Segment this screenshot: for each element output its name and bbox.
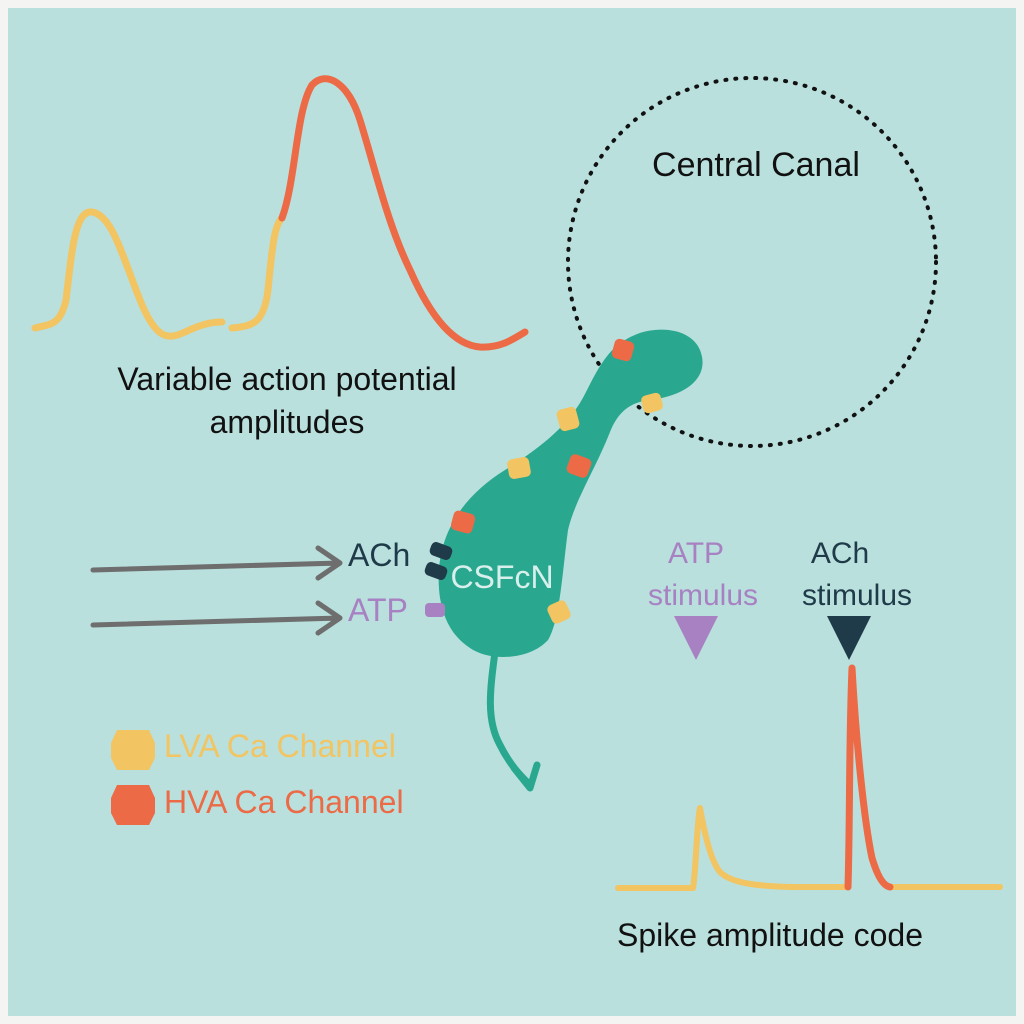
csfcn-label: CSFcN bbox=[450, 559, 553, 595]
lva-spike-trace bbox=[615, 805, 851, 891]
central-canal-circle bbox=[566, 76, 938, 448]
legend-lva-label: LVA Ca Channel bbox=[164, 728, 396, 764]
hva-channel bbox=[611, 338, 635, 362]
lva-channel bbox=[507, 457, 531, 479]
central-canal-label: Central Canal bbox=[652, 146, 860, 184]
atp-label: ATP bbox=[348, 592, 408, 628]
legend-hva-swatch bbox=[111, 785, 155, 825]
legend-hva-label: HVA Ca Channel bbox=[164, 784, 404, 820]
lva-channel bbox=[556, 406, 580, 432]
ach-label: ACh bbox=[348, 537, 410, 573]
hva-channel bbox=[566, 454, 592, 478]
lva-channel bbox=[547, 600, 571, 624]
ach-axon bbox=[90, 545, 343, 581]
hva-spike-trace bbox=[844, 664, 894, 891]
hva-action-potential-trace bbox=[278, 75, 529, 351]
atp-stimulus-triangle bbox=[674, 616, 718, 660]
ach-stimulus-triangle bbox=[827, 616, 871, 660]
legend-lva-swatch bbox=[111, 730, 155, 770]
atp-stimulus-label-line2: stimulus bbox=[648, 579, 758, 612]
variable-ap-label-line2: amplitudes bbox=[210, 404, 365, 440]
hva-channel bbox=[450, 510, 476, 534]
spike-amplitude-code-label: Spike amplitude code bbox=[617, 917, 923, 953]
lva-channel bbox=[641, 392, 663, 414]
ach-receptor bbox=[424, 562, 448, 580]
ach-stimulus-label-line1: ACh bbox=[811, 537, 869, 570]
lva-action-potential-rise bbox=[228, 214, 286, 332]
csfcn-axon-arrowhead bbox=[510, 761, 541, 792]
atp-receptor bbox=[425, 603, 445, 617]
ach-receptor bbox=[429, 542, 453, 560]
atp-stimulus-label-line1: ATP bbox=[668, 537, 724, 570]
lva-action-potential-trace bbox=[31, 208, 226, 340]
csfcn-cell-body bbox=[438, 329, 703, 658]
variable-ap-label-line1: Variable action potential bbox=[117, 361, 456, 397]
atp-axon bbox=[90, 600, 343, 636]
legend: LVA Ca Channel HVA Ca Channel bbox=[111, 728, 404, 825]
ach-stimulus-label-line2: stimulus bbox=[802, 579, 912, 612]
